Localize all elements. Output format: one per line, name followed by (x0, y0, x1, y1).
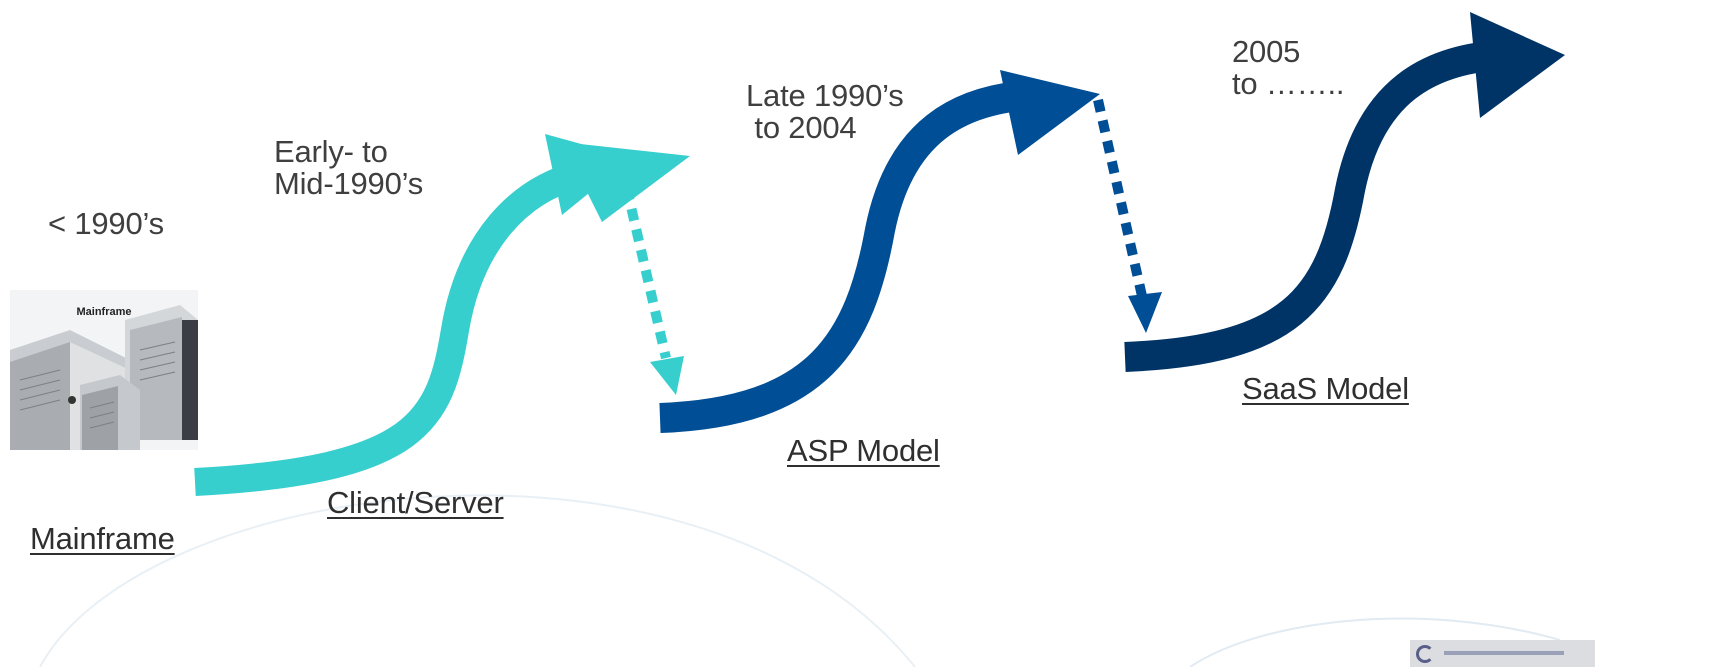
period-label-client-server: Early- to Mid-1990’s (274, 134, 424, 201)
asp-arrow (659, 70, 1100, 433)
logo-text-bar (1444, 651, 1564, 655)
blue-drop-arrowhead (1128, 292, 1162, 333)
asp-arrowhead (1000, 70, 1100, 155)
mainframe-thumbnail-caption: Mainframe (76, 306, 132, 318)
client-server-arrow-body (194, 161, 582, 496)
saas-arrow-body (1124, 40, 1502, 372)
cyan-dotted-drop-line (617, 166, 671, 360)
mainframe-thumbnail: Mainframe (10, 290, 198, 450)
client-server-to-asp-drop-arrow (617, 166, 684, 395)
period-label-saas: 2005 to …….. (1232, 34, 1345, 101)
blue-dotted-drop-line (1093, 98, 1147, 298)
server-rack-icon (10, 305, 198, 450)
asp-to-saas-drop-arrow (1093, 98, 1162, 333)
cyan-drop-arrowhead (650, 356, 684, 395)
logo-mark-icon (1416, 645, 1434, 663)
asp-arrow-body (659, 80, 1032, 433)
client-server-arrow (194, 134, 690, 496)
stage-name-saas: SaaS Model (1242, 371, 1409, 406)
background-arc-right (1189, 617, 1561, 667)
background-arc-left (39, 494, 916, 667)
company-logo-icon (1410, 640, 1595, 667)
period-label-asp: Late 1990’s to 2004 (746, 78, 904, 145)
saas-arrow (1124, 12, 1565, 372)
stage-name-client-server: Client/Server (327, 485, 504, 520)
stage-name-asp: ASP Model (787, 433, 940, 468)
stage-name-mainframe: Mainframe (30, 521, 175, 556)
client-server-arrowhead-tip (545, 134, 632, 215)
saas-arrowhead (1470, 12, 1565, 118)
period-label-mainframe: < 1990’s (48, 206, 164, 241)
